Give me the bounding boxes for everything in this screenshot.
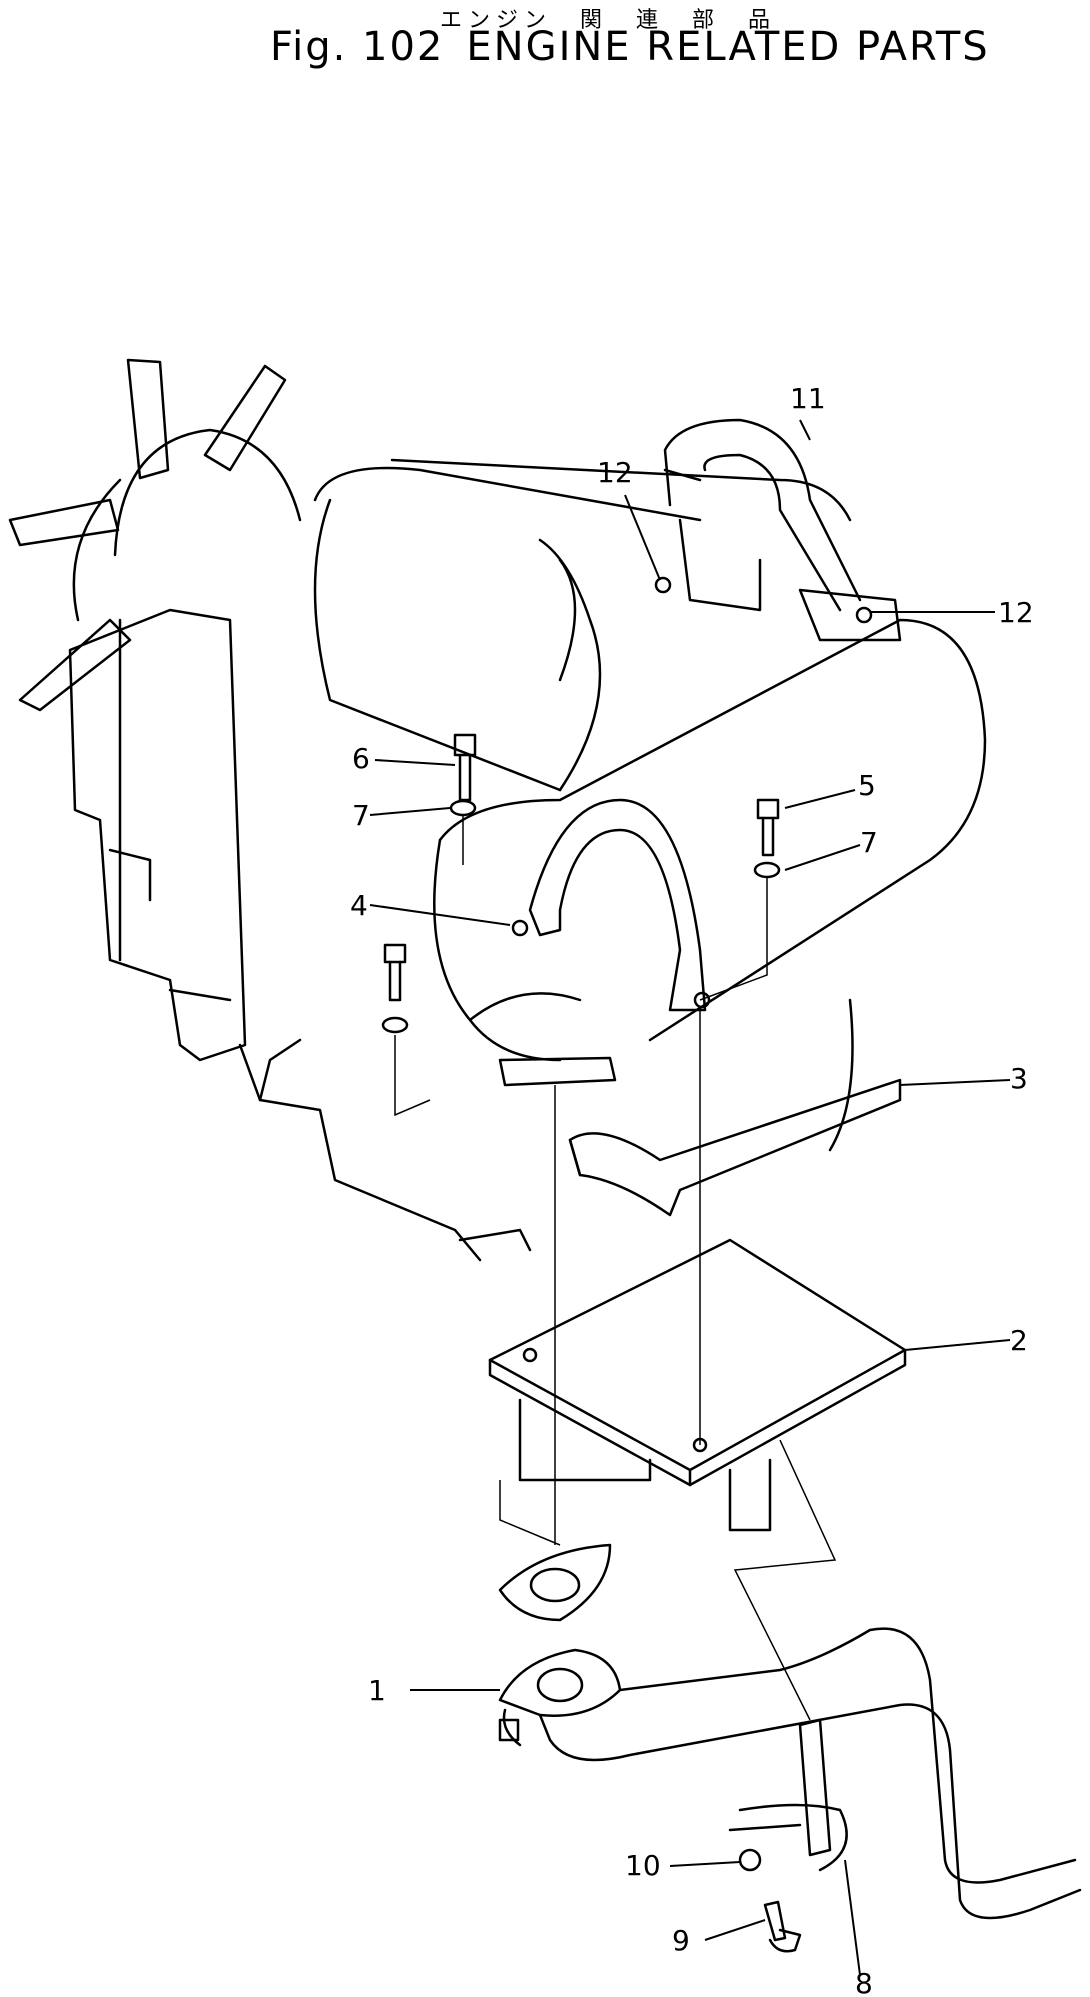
callout-1: 1	[368, 1674, 386, 1707]
heat-shield-3	[568, 1078, 902, 1217]
muffler	[433, 618, 987, 1152]
callout-4: 4	[350, 889, 368, 922]
bolt-left	[383, 943, 407, 1002]
callout-7b: 7	[860, 826, 878, 859]
muffler-flange	[498, 1056, 617, 1087]
muffler-clamp-band	[511, 798, 711, 1012]
engine-fan	[8, 358, 302, 712]
bracket-plate-2	[488, 1238, 907, 1532]
callout-3: 3	[1010, 1062, 1028, 1095]
callout-2: 2	[1010, 1324, 1028, 1357]
callout-6: 6	[352, 742, 370, 775]
hose-clamp-12b	[855, 606, 873, 624]
gasket	[498, 1543, 612, 1622]
callout-10: 10	[625, 1849, 661, 1882]
intake-hose	[663, 418, 902, 642]
washer-10	[738, 1848, 762, 1872]
engine-block	[68, 608, 532, 1262]
callout-8: 8	[855, 1967, 873, 1997]
bolt-5	[756, 798, 780, 857]
figure-title: Fig. 102 ENGINE RELATED PARTS	[270, 24, 1012, 70]
air-cleaner	[313, 458, 852, 792]
callout-12b: 12	[998, 596, 1034, 629]
exhaust-pipe-1	[498, 1627, 1082, 1920]
washer-7a	[449, 799, 477, 817]
assembly-guides	[394, 815, 837, 1721]
washer-left	[381, 1016, 409, 1034]
pipe-clamp-8	[728, 1718, 848, 1872]
bolt-6	[453, 733, 477, 802]
japanese-title: エンジン 関 連 部 品	[440, 8, 777, 33]
bolt-9	[763, 1900, 802, 1953]
title-text: ENGINE RELATED PARTS	[466, 24, 990, 70]
callout-12a: 12	[597, 456, 633, 489]
fig-label: Fig. 102	[270, 24, 445, 70]
callout-5: 5	[858, 769, 876, 802]
washer-7b	[753, 861, 781, 879]
leader-lines	[369, 419, 1011, 1976]
callout-11: 11	[790, 382, 826, 415]
hose-clamp-12a	[654, 576, 672, 594]
callout-9: 9	[672, 1924, 690, 1957]
callout-7a: 7	[352, 799, 370, 832]
